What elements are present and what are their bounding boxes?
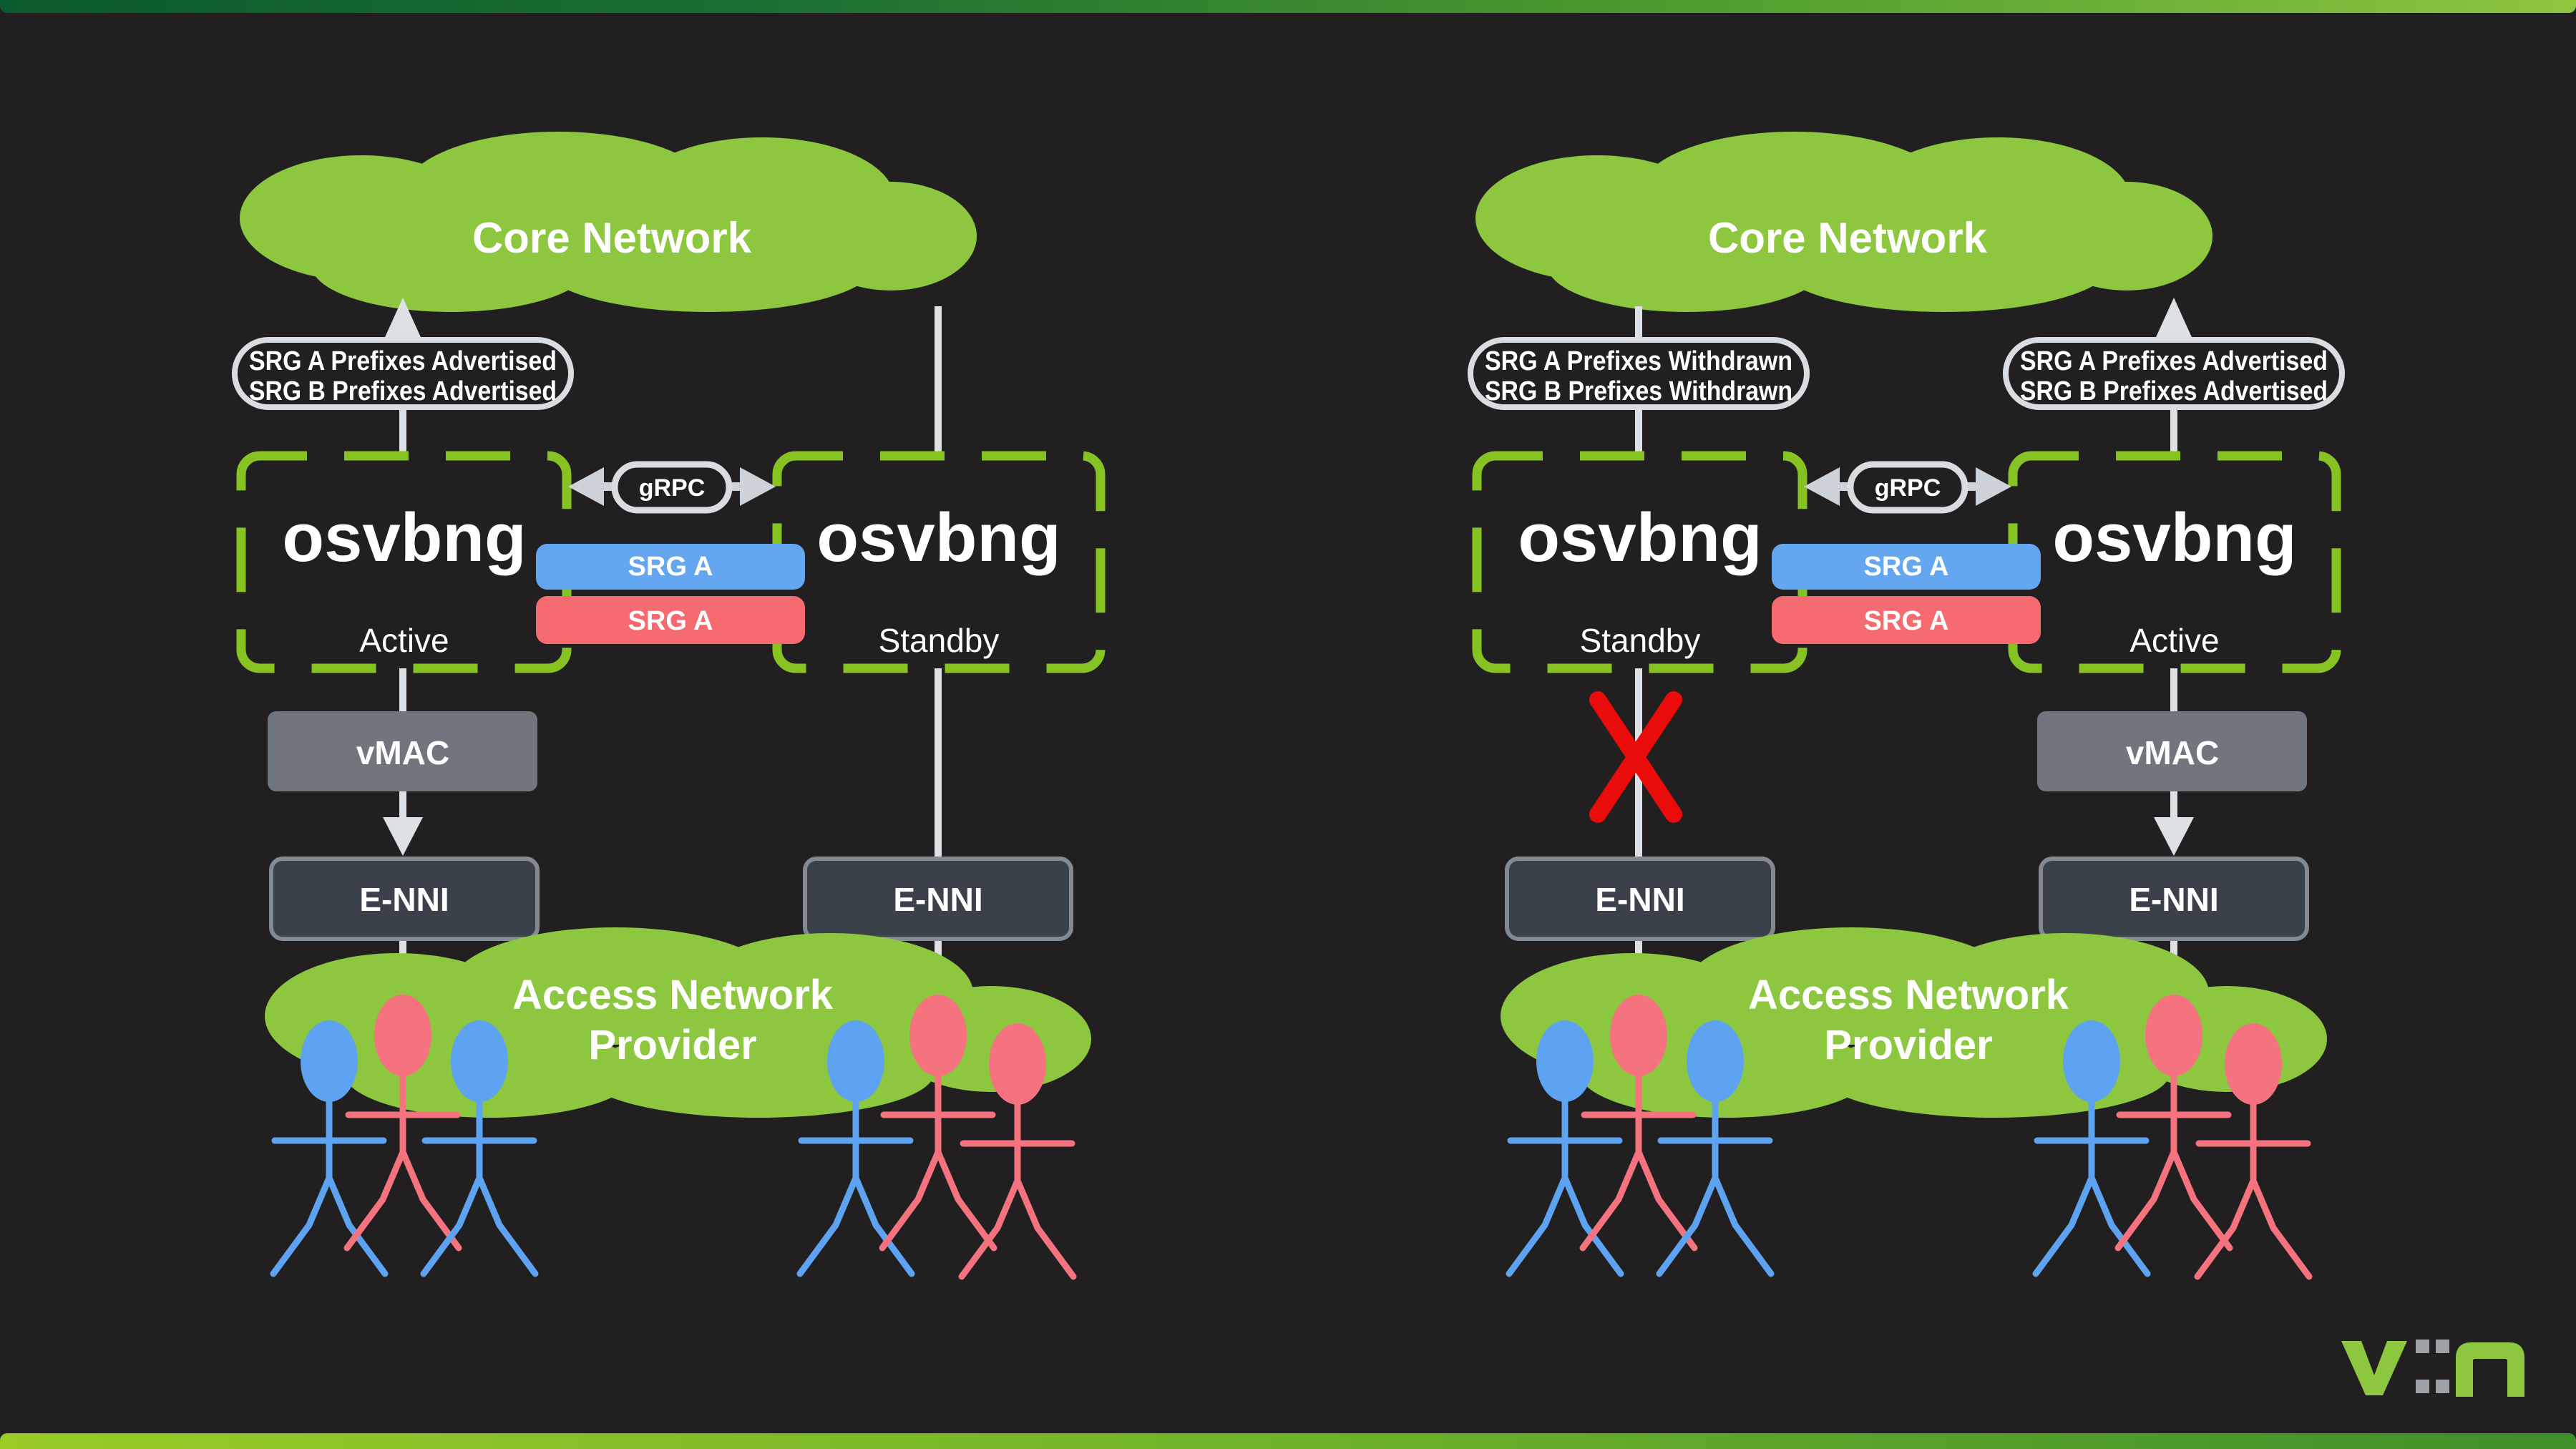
svg-text:E-NNI: E-NNI (2129, 881, 2218, 918)
down-arrow-icon (2154, 817, 2194, 856)
svg-text:vMAC: vMAC (356, 734, 449, 771)
grpc-label: gRPC (639, 474, 706, 502)
grpc-link: gRPC (1804, 461, 2011, 514)
srg-a-blue-bar: SRG A (1772, 544, 2041, 590)
logo-n-glyph (2456, 1342, 2524, 1397)
access-cloud-line1: Access Network (512, 972, 834, 1018)
arrow-right-icon (1976, 467, 2011, 506)
enni-box-right: E-NNI (2039, 857, 2309, 941)
subscriber-group-left (273, 995, 535, 1274)
svg-text:E-NNI: E-NNI (1595, 881, 1684, 918)
bottom-accent-bar (0, 1433, 2576, 1449)
srg-a-blue-bar: SRG A (536, 544, 805, 590)
grpc-link: gRPC (568, 461, 776, 514)
arrow-left-icon (568, 467, 604, 506)
bng-node-active: osvbng Active (236, 451, 572, 673)
prefix-advertised-label: SRG A Prefixes Advertised SRG B Prefixes… (232, 337, 574, 410)
bng-title: osvbng (282, 499, 526, 576)
enni-box-right: E-NNI (803, 857, 1073, 941)
vmac-box: vMAC (2037, 711, 2307, 791)
up-arrow-icon (2153, 298, 2195, 343)
srg-a-red-bar: SRG A (536, 596, 805, 644)
prefix-advertised-label: SRG A Prefixes Advertised SRG B Prefixes… (2003, 337, 2345, 410)
bng-role: Standby (879, 622, 1000, 659)
bng-title: osvbng (2052, 499, 2296, 576)
bng-role: Active (359, 622, 449, 659)
svg-text:vMAC: vMAC (2126, 734, 2219, 771)
access-cloud-line2: Provider (588, 1022, 756, 1068)
prefix-label-line2: SRG B Prefixes Advertised (2020, 376, 2328, 406)
bng-node-standby: osvbng Standby (772, 451, 1106, 673)
bng-role: Standby (1580, 622, 1701, 659)
subscriber-group-right (800, 995, 1073, 1277)
logo-dots-icon (2416, 1340, 2449, 1393)
access-cloud-line2: Provider (1824, 1022, 1992, 1068)
bng-title: osvbng (816, 499, 1060, 576)
prefix-label-line2: SRG B Prefixes Advertised (249, 376, 557, 406)
srg-a-red-bar: SRG A (1772, 596, 2041, 644)
vendor-logo (2341, 1340, 2524, 1397)
arrow-right-icon (740, 467, 776, 506)
subscriber-group-right (2036, 995, 2309, 1277)
svg-text:E-NNI: E-NNI (893, 881, 982, 918)
prefix-label-line1: SRG A Prefixes Advertised (249, 346, 557, 376)
prefix-label-line1: SRG A Prefixes Withdrawn (1485, 346, 1792, 376)
vmac-box: vMAC (268, 711, 537, 791)
core-network-cloud: Core Network (240, 132, 977, 312)
access-cloud-line1: Access Network (1748, 972, 2069, 1018)
prefix-withdrawn-label: SRG A Prefixes Withdrawn SRG B Prefixes … (1468, 337, 1810, 410)
bng-title: osvbng (1518, 499, 1762, 576)
subscriber-group-left (1509, 995, 1771, 1274)
logo-v-glyph (2341, 1341, 2407, 1395)
top-accent-bar (0, 0, 2576, 13)
enni-box-left: E-NNI (1505, 857, 1775, 941)
svg-text:SRG A: SRG A (628, 606, 713, 636)
svg-text:E-NNI: E-NNI (359, 881, 449, 918)
grpc-label: gRPC (1875, 474, 1941, 502)
bng-node-standby: osvbng Standby (1472, 451, 1807, 673)
core-cloud-label: Core Network (472, 214, 752, 262)
up-arrow-icon (382, 298, 424, 343)
arrow-left-icon (1804, 467, 1840, 506)
bng-role: Active (2129, 622, 2219, 659)
core-cloud-label: Core Network (1708, 214, 1988, 262)
prefix-label-line2: SRG B Prefixes Withdrawn (1485, 376, 1792, 406)
diagram-failover: Core Network SRG A Prefixes Withdrawn SR… (1468, 132, 2345, 1317)
broken-link-x-icon (1589, 691, 1682, 823)
core-network-cloud: Core Network (1475, 132, 2212, 312)
diagram-normal-operation: Core Network SRG A Prefixes Advertised S… (232, 132, 1106, 1317)
svg-text:SRG A: SRG A (1864, 606, 1949, 636)
down-arrow-icon (383, 817, 423, 856)
svg-text:SRG A: SRG A (1864, 552, 1949, 582)
bng-node-active: osvbng Active (2008, 451, 2341, 673)
enni-box-left: E-NNI (269, 857, 540, 941)
prefix-label-line1: SRG A Prefixes Advertised (2020, 346, 2328, 376)
svg-text:SRG A: SRG A (628, 552, 713, 582)
